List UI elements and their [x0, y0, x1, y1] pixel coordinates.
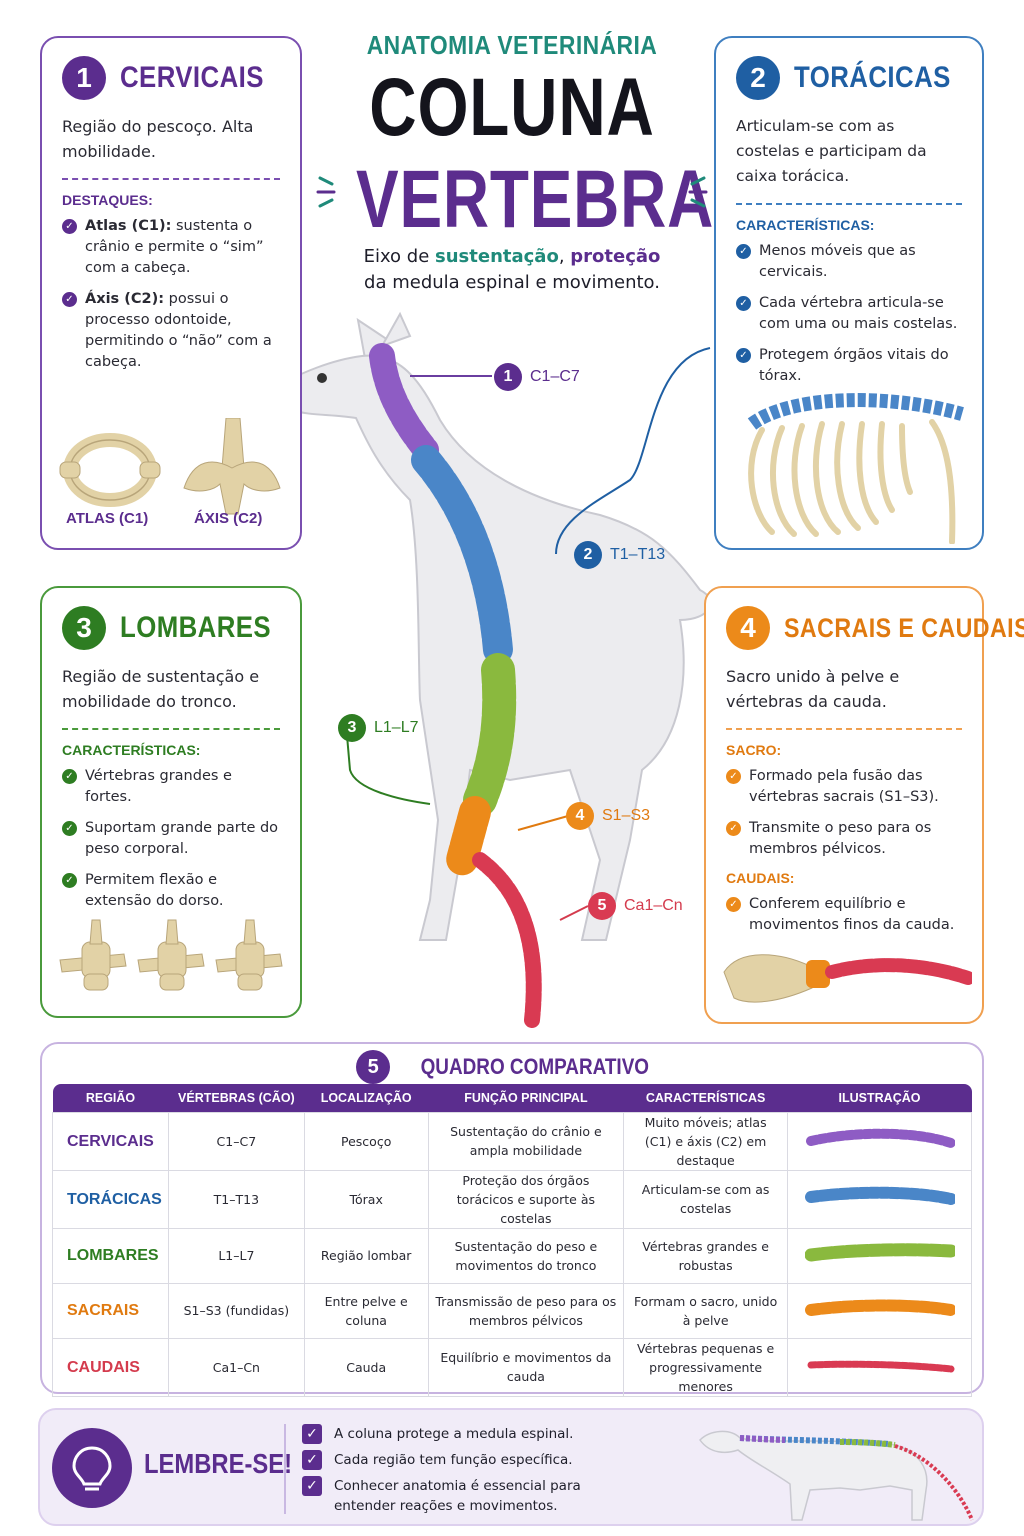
- card-subheading: CARACTERÍSTICAS:: [62, 742, 201, 758]
- card-lombares: 3 LOMBARES Região de sustentação e mobil…: [40, 586, 302, 1018]
- table-header: FUNÇÃO PRINCIPAL: [428, 1084, 624, 1112]
- left-sparkle-icon: [316, 176, 336, 208]
- list-item: ✓Transmite o peso para os membros pélvic…: [726, 818, 962, 860]
- check-icon: ✓: [736, 244, 751, 259]
- check-icon: ✓: [62, 219, 77, 234]
- small-dog-spine-illustration: [699, 1430, 974, 1521]
- reminder-panel: LEMBRE-SE! ✓A coluna protege a medula es…: [38, 1408, 984, 1526]
- lumbar-segment-illustration: [787, 1227, 972, 1284]
- header-kicker: ANATOMIA VETERINÁRIA: [366, 30, 658, 60]
- table-header: CARACTERÍSTICAS: [623, 1084, 788, 1112]
- table-row: LOMBARES L1–L7 Região lombar Sustentação…: [52, 1227, 972, 1284]
- list-item: ✓Cada vértebra articula-se com uma ou ma…: [736, 293, 962, 335]
- list-item: ✓Permitem flexão e extensão do dorso.: [62, 870, 280, 912]
- card-description: Articulam-se com as costelas e participa…: [736, 117, 927, 185]
- check-icon: ✓: [736, 296, 751, 311]
- title-line-1: COLUNA: [369, 62, 655, 153]
- table-header: VÉRTEBRAS (CÃO): [168, 1084, 305, 1112]
- list-item: ✓Menos móveis que as cervicais.: [736, 241, 962, 283]
- card-title: TORÁCICAS: [794, 61, 951, 94]
- axis-label: ÁXIS (C2): [194, 510, 263, 527]
- card-title: LOMBARES: [120, 611, 272, 644]
- title-line-2: VERTEBRAL: [356, 154, 754, 245]
- table-header: ILUSTRAÇÃO: [787, 1084, 972, 1112]
- card-subheading: DESTAQUES:: [62, 192, 153, 208]
- card-toracicas: 2 TORÁCICAS Articulam-se com as costelas…: [714, 36, 984, 550]
- check-icon: ✓: [62, 821, 77, 836]
- comparison-table-card: 5 QUADRO COMPARATIVO REGIÃO VÉRTEBRAS (C…: [40, 1042, 984, 1397]
- table-row: CERVICAIS C1–C7 Pescoço Sustentação do c…: [52, 1111, 972, 1171]
- card-cervicais: 1 CERVICAIS Região do pescoço. Alta mobi…: [40, 36, 302, 550]
- caudal-segment-illustration: [787, 1337, 972, 1397]
- list-item: ✓Formado pela fusão das vértebras sacrai…: [726, 766, 962, 808]
- card-sacrais-caudais: 4 SACRAIS E CAUDAIS Sacro unido à pelve …: [704, 586, 1024, 1024]
- ribcage-illustration: [747, 393, 964, 544]
- check-icon: ✓: [736, 348, 751, 363]
- sacral-segment-illustration: [787, 1282, 972, 1339]
- check-icon: ✓: [726, 769, 741, 784]
- card-description: Região de sustentação e mobilidade do tr…: [62, 667, 260, 711]
- lightbulb-icon: [52, 1428, 132, 1508]
- right-sparkle-icon: [688, 176, 708, 208]
- card-title: CERVICAIS: [120, 61, 264, 94]
- reminder-item: ✓Conhecer anatomia é essencial para ente…: [302, 1476, 632, 1516]
- dog-spine-illustration: [274, 311, 712, 1028]
- reminder-title: LEMBRE-SE!: [144, 1448, 293, 1479]
- card-number: 2: [736, 56, 780, 100]
- checkbox-icon: ✓: [302, 1476, 322, 1496]
- lumbar-vertebrae-illustration: [59, 919, 283, 991]
- table-row: SACRAIS S1–S3 (fundidas) Entre pelve e c…: [52, 1282, 972, 1339]
- list-item: ✓Áxis (C2): possui o processo odontoide,…: [62, 289, 280, 373]
- checkbox-icon: ✓: [302, 1450, 322, 1470]
- card-subheading: CARACTERÍSTICAS:: [736, 217, 875, 233]
- list-item: ✓Conferem equilíbrio e movimentos finos …: [726, 894, 962, 936]
- card-description: Sacro unido à pelve e vértebras da cauda…: [726, 667, 900, 711]
- reminder-item: ✓Cada região tem função específica.: [302, 1450, 632, 1470]
- card-subheading-sacro: SACRO:: [726, 742, 782, 758]
- checkbox-icon: ✓: [302, 1424, 322, 1444]
- list-item: ✓Vértebras grandes e fortes.: [62, 766, 280, 808]
- atlas-axis-bones-illustration: [59, 418, 281, 515]
- table-row: CAUDAIS Ca1–Cn Cauda Equilíbrio e movime…: [52, 1337, 972, 1397]
- sacrum-tail-illustration: [723, 954, 972, 1003]
- check-icon: ✓: [62, 873, 77, 888]
- check-icon: ✓: [726, 897, 741, 912]
- atlas-label: ATLAS (C1): [66, 510, 149, 527]
- card-number: 1: [62, 56, 106, 100]
- table-header: REGIÃO: [52, 1084, 169, 1112]
- card-description: Região do pescoço. Alta mobilidade.: [62, 117, 254, 161]
- card-number: 3: [62, 606, 106, 650]
- list-item: ✓Atlas (C1): sustenta o crânio e permite…: [62, 216, 280, 279]
- list-item: ✓Suportam grande parte do peso corporal.: [62, 818, 280, 860]
- table-heading: 5 QUADRO COMPARATIVO: [42, 1050, 982, 1084]
- check-icon: ✓: [62, 769, 77, 784]
- check-icon: ✓: [62, 292, 77, 307]
- table-row: TORÁCICAS T1–T13 Tórax Proteção dos órgã…: [52, 1169, 972, 1229]
- thoracic-segment-illustration: [787, 1169, 972, 1229]
- reminder-item: ✓A coluna protege a medula espinal.: [302, 1424, 632, 1444]
- header-subtitle: Eixo de sustentação, proteção da medula …: [363, 246, 661, 293]
- card-title: SACRAIS E CAUDAIS: [784, 612, 1024, 643]
- check-icon: ✓: [726, 821, 741, 836]
- comparison-table: REGIÃO VÉRTEBRAS (CÃO) LOCALIZAÇÃO FUNÇÃ…: [52, 1084, 972, 1397]
- card-subheading-caudais: CAUDAIS:: [726, 870, 795, 886]
- cervical-segment-illustration: [787, 1111, 972, 1171]
- list-item: ✓Protegem órgãos vitais do tórax.: [736, 345, 962, 387]
- table-header: LOCALIZAÇÃO: [304, 1084, 429, 1112]
- card-number: 4: [726, 606, 770, 650]
